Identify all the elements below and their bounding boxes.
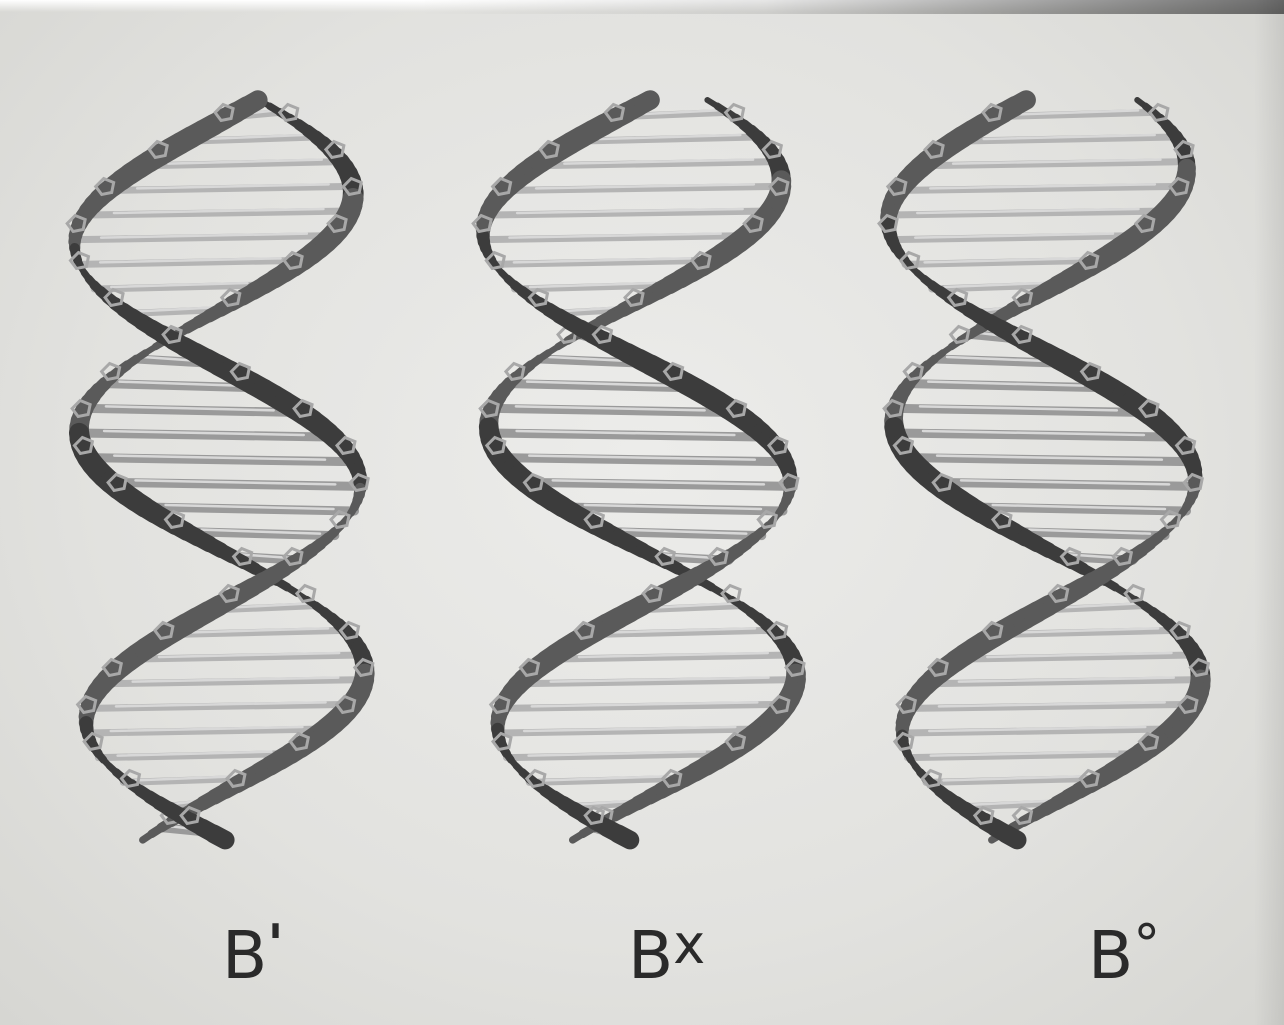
backbone-segment: [573, 834, 583, 840]
backbone-segment: [214, 834, 225, 840]
b-x-helix-model: [445, 80, 825, 860]
scan-top-edge-shadow: [420, 0, 1284, 14]
b-x-label: Bx: [628, 918, 705, 989]
b-prime-label: B': [222, 918, 284, 989]
b-o-helix-model: [855, 80, 1235, 860]
scan-right-edge-shadow: [1254, 0, 1284, 1025]
b-o-label: B°: [1088, 918, 1160, 989]
backbone-segment: [1006, 834, 1017, 840]
b-prime-helix-model: [30, 80, 410, 860]
backbone-segment: [143, 834, 152, 840]
backbone-segment: [618, 834, 630, 840]
